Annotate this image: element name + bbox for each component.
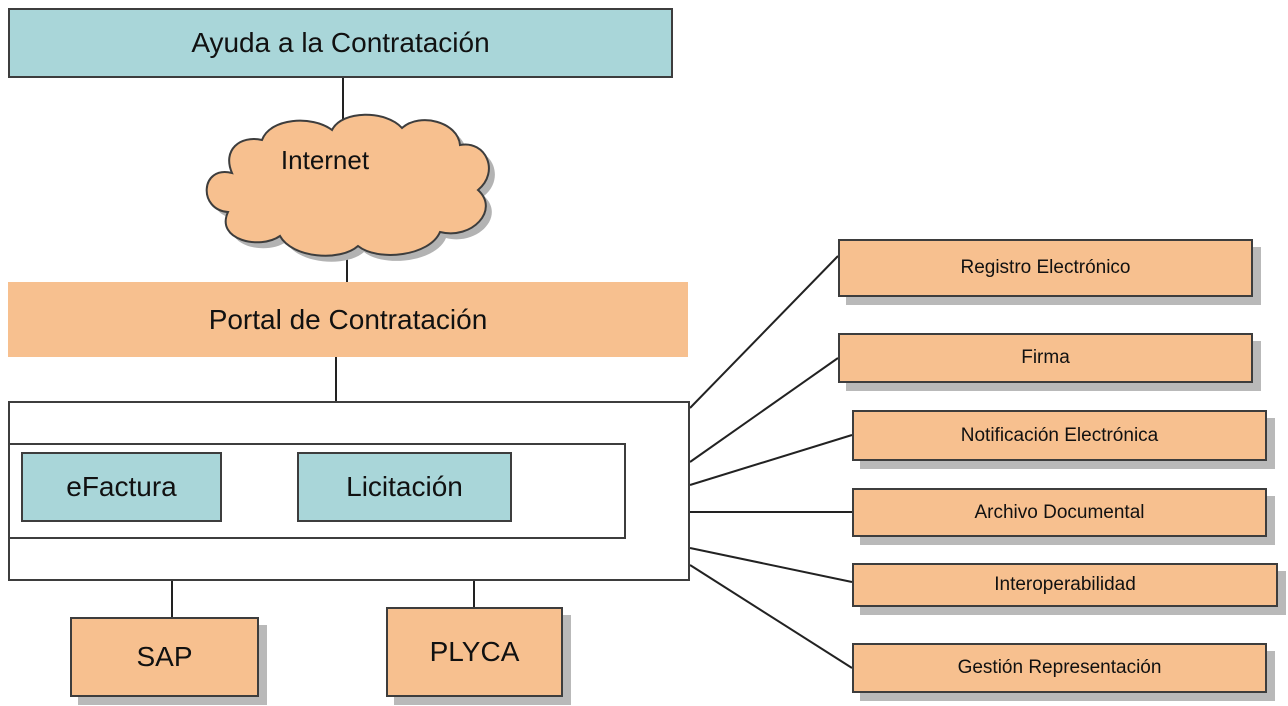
service-registro-electronico: Registro Electrónico xyxy=(838,239,1253,297)
line-to-service-2 xyxy=(689,357,839,463)
module-efactura: eFactura xyxy=(21,452,222,522)
module-licitacion-label: Licitación xyxy=(346,471,463,502)
module-efactura-label: eFactura xyxy=(66,471,177,502)
service-gestion-representacion: Gestión Representación xyxy=(852,643,1267,693)
ayuda-contratacion-label: Ayuda a la Contratación xyxy=(191,27,490,58)
service-firma: Firma xyxy=(838,333,1253,383)
portal-contratacion-label: Portal de Contratación xyxy=(208,303,488,335)
service-label: Archivo Documental xyxy=(974,501,1145,523)
service-label: Gestión Representación xyxy=(957,657,1162,678)
service-label: Firma xyxy=(1021,347,1070,368)
line-to-service-5 xyxy=(689,547,853,583)
backend-sap-label: SAP xyxy=(136,641,193,672)
ayuda-contratacion-box: Ayuda a la Contratación xyxy=(8,8,673,78)
line-to-service-1 xyxy=(689,255,839,409)
internet-label: Internet xyxy=(280,144,370,175)
service-label: Registro Electrónico xyxy=(960,257,1131,278)
service-notificacion-electronica: Notificación Electrónica xyxy=(852,410,1267,461)
service-label: Interoperabilidad xyxy=(994,574,1136,595)
module-licitacion: Licitación xyxy=(297,452,512,522)
internet-cloud-shape xyxy=(205,113,495,262)
backend-sap: SAP xyxy=(70,617,259,697)
backend-plyca-label: PLYCA xyxy=(429,636,520,667)
line-to-service-6 xyxy=(689,564,853,669)
portal-contratacion-box: Portal de Contratación xyxy=(8,282,688,357)
service-interoperabilidad: Interoperabilidad xyxy=(852,563,1278,607)
line-to-service-3 xyxy=(689,434,853,486)
backend-plyca: PLYCA xyxy=(386,607,563,697)
internet-cloud: Internet xyxy=(230,140,420,180)
service-label: Notificación Electrónica xyxy=(960,424,1159,446)
service-archivo-documental: Archivo Documental xyxy=(852,488,1267,537)
